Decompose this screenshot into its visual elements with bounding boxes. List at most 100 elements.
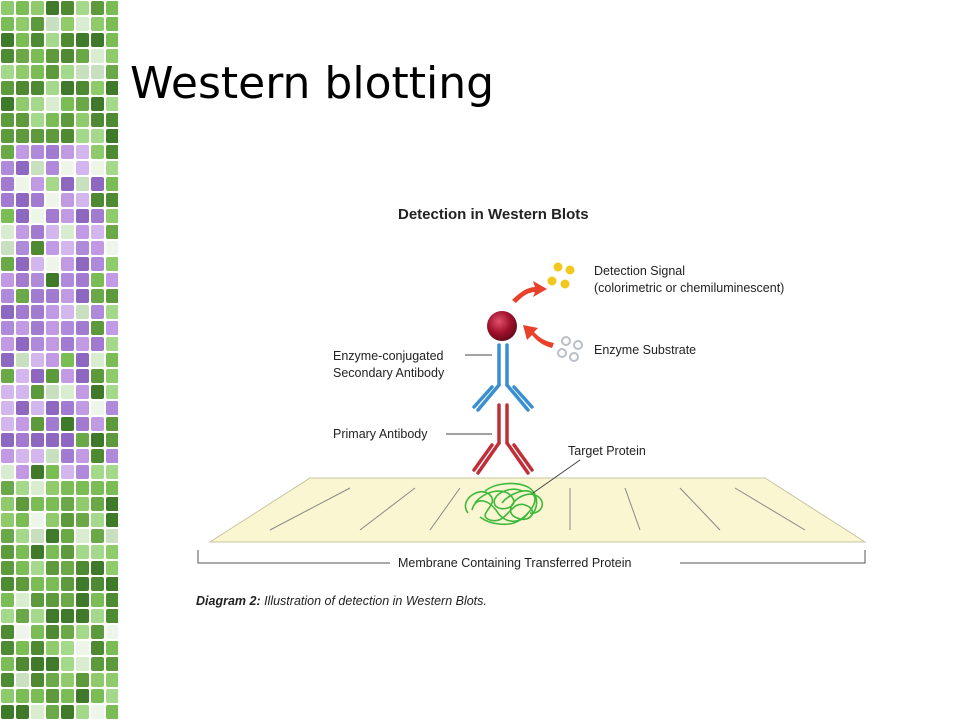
primary-antibody-label: Primary Antibody <box>333 427 428 441</box>
mosaic-tile <box>76 353 89 367</box>
mosaic-tile <box>61 161 74 175</box>
mosaic-tile <box>31 17 44 31</box>
mosaic-tile <box>16 289 29 303</box>
mosaic-tile <box>16 161 29 175</box>
mosaic-tile <box>61 305 74 319</box>
mosaic-tile <box>46 385 59 399</box>
mosaic-tile <box>76 625 89 639</box>
mosaic-tile <box>61 705 74 719</box>
mosaic-tile <box>16 689 29 703</box>
mosaic-tile <box>16 481 29 495</box>
mosaic-tile <box>1 337 14 351</box>
mosaic-tile <box>61 673 74 687</box>
mosaic-tile <box>61 609 74 623</box>
mosaic-tile <box>61 625 74 639</box>
mosaic-tile <box>1 561 14 575</box>
mosaic-tile <box>61 385 74 399</box>
mosaic-tile <box>1 177 14 191</box>
mosaic-tile <box>31 545 44 559</box>
membrane <box>208 477 867 543</box>
mosaic-tile <box>61 577 74 591</box>
mosaic-tile <box>91 369 104 383</box>
mosaic-tile <box>46 481 59 495</box>
mosaic-tile <box>76 225 89 239</box>
mosaic-tile <box>76 129 89 143</box>
mosaic-tile <box>61 641 74 655</box>
mosaic-tile <box>1 609 14 623</box>
mosaic-tile <box>46 497 59 511</box>
mosaic-tile <box>76 513 89 527</box>
mosaic-tile <box>1 241 14 255</box>
mosaic-tile <box>31 465 44 479</box>
mosaic-tile <box>1 401 14 415</box>
mosaic-tile <box>46 17 59 31</box>
mosaic-tile <box>1 433 14 447</box>
mosaic-tile <box>46 433 59 447</box>
mosaic-tile <box>16 401 29 415</box>
mosaic-tile <box>61 97 74 111</box>
mosaic-tile <box>31 289 44 303</box>
mosaic-tile <box>106 529 118 543</box>
mosaic-tile <box>16 49 29 63</box>
mosaic-tile <box>106 49 118 63</box>
mosaic-tile <box>61 257 74 271</box>
mosaic-tile <box>16 497 29 511</box>
mosaic-tile <box>61 465 74 479</box>
mosaic-tile <box>46 593 59 607</box>
mosaic-tile <box>61 449 74 463</box>
mosaic-tile <box>61 225 74 239</box>
detection-signal-sublabel: (colorimetric or chemiluminescent) <box>594 281 784 295</box>
mosaic-tile <box>61 113 74 127</box>
mosaic-tile <box>31 353 44 367</box>
mosaic-tile <box>76 497 89 511</box>
mosaic-tile <box>31 689 44 703</box>
mosaic-tile <box>61 529 74 543</box>
mosaic-tile <box>76 593 89 607</box>
mosaic-tile <box>76 161 89 175</box>
mosaic-tile <box>31 449 44 463</box>
mosaic-tile <box>1 1 14 15</box>
mosaic-tile <box>61 177 74 191</box>
mosaic-tile <box>76 545 89 559</box>
mosaic-tile <box>31 145 44 159</box>
mosaic-tile <box>61 337 74 351</box>
mosaic-tile <box>1 513 14 527</box>
mosaic-tile <box>16 193 29 207</box>
mosaic-tile <box>1 33 14 47</box>
mosaic-tile <box>106 673 118 687</box>
mosaic-tile <box>61 129 74 143</box>
mosaic-tile <box>91 449 104 463</box>
mosaic-tile <box>16 209 29 223</box>
mosaic-tile <box>16 1 29 15</box>
mosaic-tile <box>76 417 89 431</box>
mosaic-tile <box>76 273 89 287</box>
mosaic-tile <box>76 49 89 63</box>
mosaic-tile <box>61 321 74 335</box>
substrate-dots <box>557 336 583 362</box>
mosaic-tile <box>91 641 104 655</box>
target-protein-label: Target Protein <box>568 444 646 458</box>
mosaic-tile <box>61 353 74 367</box>
mosaic-tile <box>16 577 29 591</box>
mosaic-tile <box>16 433 29 447</box>
mosaic-tile <box>106 545 118 559</box>
mosaic-tile <box>46 97 59 111</box>
membrane-texture <box>269 487 806 531</box>
mosaic-tile <box>91 497 104 511</box>
mosaic-tile <box>76 81 89 95</box>
mosaic-tile <box>1 81 14 95</box>
mosaic-tile <box>46 193 59 207</box>
mosaic-tile <box>61 689 74 703</box>
mosaic-tile <box>91 401 104 415</box>
mosaic-tile <box>91 225 104 239</box>
mosaic-tile <box>91 17 104 31</box>
mosaic-tile <box>16 113 29 127</box>
mosaic-tile <box>46 289 59 303</box>
mosaic-tile <box>61 17 74 31</box>
mosaic-tile <box>16 33 29 47</box>
mosaic-tile <box>91 433 104 447</box>
mosaic-tile <box>106 433 118 447</box>
mosaic-tile <box>1 145 14 159</box>
mosaic-tile <box>106 689 118 703</box>
primary-antibody <box>472 403 534 475</box>
